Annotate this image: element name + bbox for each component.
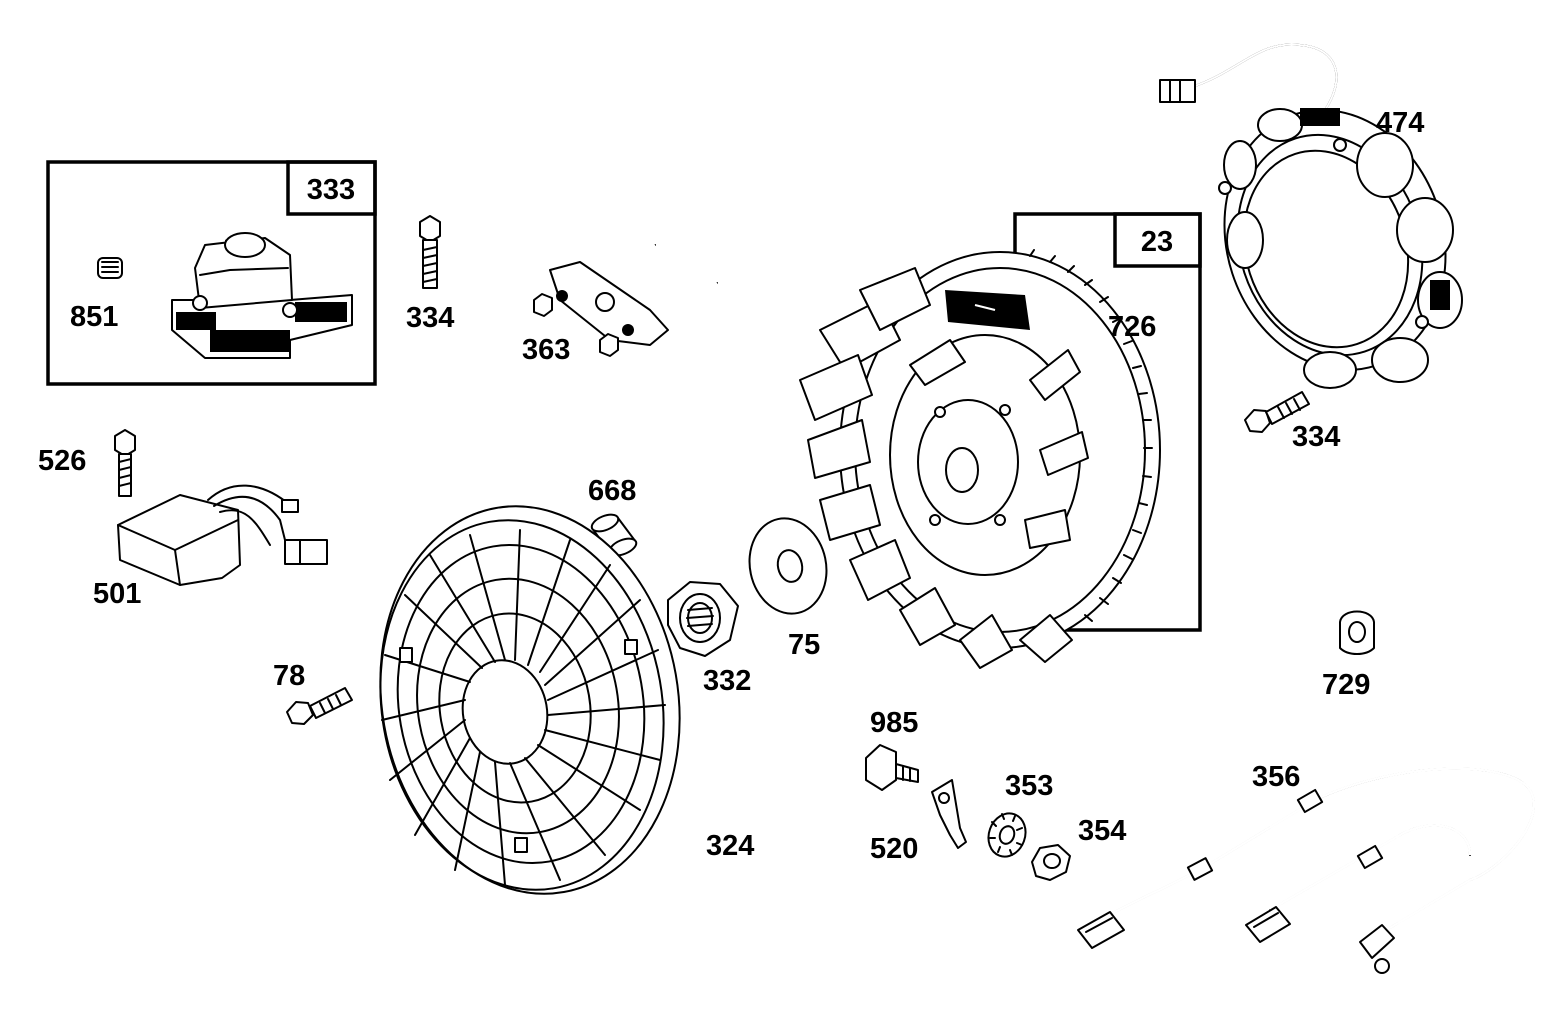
callout-501: 501 <box>93 578 141 610</box>
callout-363: 363 <box>522 334 570 366</box>
washer-75 <box>748 517 828 615</box>
group-box-333: 333 <box>46 160 377 386</box>
lock-washer-353 <box>987 812 1027 858</box>
callout-354: 354 <box>1078 815 1126 847</box>
ignition-coil-armature <box>97 172 353 359</box>
regulator-501 <box>117 484 328 586</box>
bolt-78 <box>286 687 353 725</box>
nut-332 <box>667 581 739 657</box>
callout-353: 353 <box>1005 770 1053 802</box>
callout-324: 324 <box>706 830 754 862</box>
callout-332: 332 <box>703 665 751 697</box>
callout-474: 474 <box>1376 107 1424 139</box>
sleeve-668 <box>590 513 638 557</box>
callout-334-lower: 334 <box>1292 421 1340 453</box>
bolt-526 <box>114 429 136 497</box>
bolt-334-upper <box>419 215 441 289</box>
callout-356: 356 <box>1252 761 1300 793</box>
callout-985: 985 <box>870 707 918 739</box>
bracket-520 <box>931 779 967 849</box>
callout-78: 78 <box>273 660 305 692</box>
group-label-23: 23 <box>1141 226 1173 258</box>
callout-851: 851 <box>70 301 118 333</box>
flywheel-726 <box>799 249 1161 669</box>
callout-75: 75 <box>788 629 820 661</box>
stator-474 <box>1159 43 1463 389</box>
bracket-363 <box>533 242 719 357</box>
callout-729: 729 <box>1322 669 1370 701</box>
callout-520: 520 <box>870 833 918 865</box>
group-box-23: 23 <box>1013 212 1202 632</box>
group-label-333: 333 <box>307 174 355 206</box>
bolt-334-lower <box>1244 391 1310 433</box>
callout-526: 526 <box>38 445 86 477</box>
nut-354 <box>1031 844 1071 881</box>
callout-668: 668 <box>588 475 636 507</box>
callout-334-upper: 334 <box>406 302 454 334</box>
terminal-985 <box>865 744 919 791</box>
rotating-screen-324 <box>379 505 681 895</box>
wire-harness-356 <box>1077 767 1536 974</box>
callout-726: 726 <box>1108 311 1156 343</box>
clip-729 <box>1339 610 1375 655</box>
